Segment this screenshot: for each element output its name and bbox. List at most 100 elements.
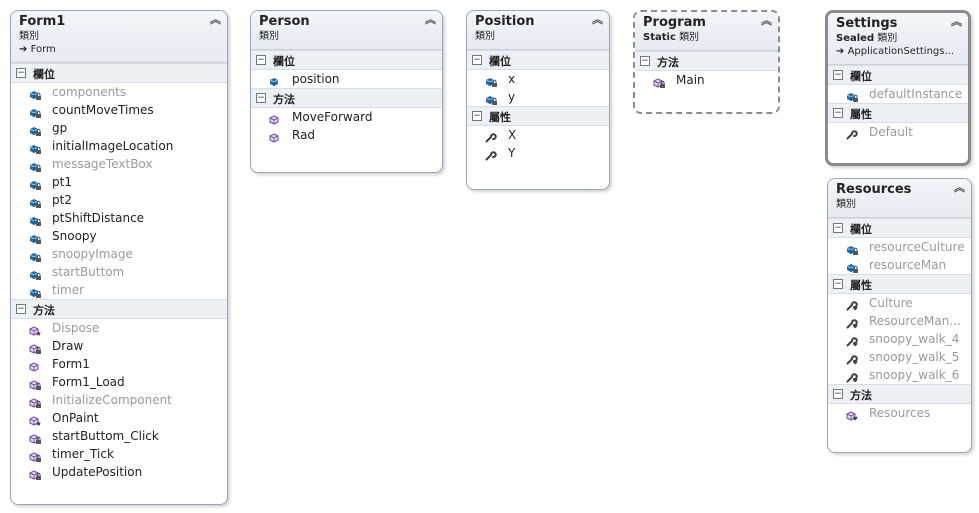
member-item[interactable]: Main (635, 71, 778, 89)
member-label: MoveForward (292, 110, 373, 124)
member-item[interactable]: pt2 (11, 191, 227, 209)
method-cube-icon (29, 430, 41, 444)
member-item[interactable]: y (467, 88, 609, 106)
class-resources[interactable]: Resources 類別 ︽ − 欄位 resourceCulture reso… (827, 178, 972, 453)
member-item[interactable]: ptShiftDistance (11, 209, 227, 227)
member-item[interactable]: gp (11, 119, 227, 137)
member-item[interactable]: startButtom (11, 263, 227, 281)
minus-box-icon[interactable]: − (833, 389, 843, 399)
member-item[interactable]: OnPaint (11, 409, 227, 427)
member-label: pt2 (52, 193, 72, 207)
member-item[interactable]: timer_Tick (11, 445, 227, 463)
field-cube-icon (29, 212, 41, 226)
section-methods[interactable]: − 方法 (251, 88, 442, 108)
member-item[interactable]: x (467, 70, 609, 88)
section-fields[interactable]: − 欄位 (467, 50, 609, 70)
member-item[interactable]: snoopy_walk_4 (828, 330, 971, 348)
double-chevron-up-icon[interactable]: ︽ (951, 15, 962, 28)
member-label: Culture (869, 296, 913, 310)
section-methods[interactable]: − 方法 (11, 299, 227, 319)
minus-box-icon[interactable]: − (16, 304, 26, 314)
minus-box-icon[interactable]: − (472, 55, 482, 65)
class-program[interactable]: Program Static 類別 ︽ − 方法 Main (633, 10, 780, 114)
member-item[interactable]: resourceCulture (828, 238, 971, 256)
member-label: Main (676, 73, 705, 87)
member-label: x (508, 72, 516, 86)
member-label: Snoopy (52, 229, 97, 243)
class-name: Position (475, 14, 535, 29)
double-chevron-up-icon[interactable]: ︽ (210, 13, 221, 26)
section-fields[interactable]: − 欄位 (828, 65, 968, 85)
member-item[interactable]: Y (467, 144, 609, 162)
member-item[interactable]: position (251, 70, 442, 88)
member-item[interactable]: ResourceMan... (828, 312, 971, 330)
section-properties[interactable]: − 屬性 (467, 106, 609, 126)
member-label: y (508, 90, 516, 104)
member-item[interactable]: messageTextBox (11, 155, 227, 173)
minus-box-icon[interactable]: − (256, 93, 266, 103)
double-chevron-up-icon[interactable]: ︽ (592, 13, 603, 26)
member-item[interactable]: snoopyImage (11, 245, 227, 263)
class-position[interactable]: Position 類別 ︽ − 欄位 x y − 屬性 X Y (466, 10, 610, 190)
member-item[interactable]: defaultInstance (828, 85, 968, 103)
class-settings[interactable]: Settings Sealed 類別 ➔ ApplicationSettings… (825, 10, 971, 166)
double-chevron-up-icon[interactable]: ︽ (425, 13, 436, 26)
member-item[interactable]: Draw (11, 337, 227, 355)
member-item[interactable]: Dispose (11, 319, 227, 337)
double-chevron-up-icon[interactable]: ︽ (761, 14, 772, 27)
section-properties[interactable]: − 屬性 (828, 103, 968, 123)
section-title: 屬性 (850, 108, 872, 121)
field-cube-icon (29, 284, 41, 298)
method-cube-icon (29, 466, 41, 480)
member-item[interactable]: MoveForward (251, 108, 442, 126)
member-item[interactable]: Rad (251, 126, 442, 144)
base-class-name: ApplicationSettings... (847, 46, 955, 57)
member-item[interactable]: pt1 (11, 173, 227, 191)
section-properties[interactable]: − 屬性 (828, 274, 971, 294)
member-item[interactable]: components (11, 83, 227, 101)
minus-box-icon[interactable]: − (833, 108, 843, 118)
member-label: countMoveTimes (52, 103, 154, 117)
member-item[interactable]: snoopy_walk_5 (828, 348, 971, 366)
member-item[interactable]: X (467, 126, 609, 144)
member-label: pt1 (52, 175, 72, 189)
class-person[interactable]: Person 類別 ︽ − 欄位 position − 方法 MoveForwa… (250, 10, 443, 173)
minus-box-icon[interactable]: − (16, 68, 26, 78)
member-label: snoopy_walk_4 (869, 332, 960, 346)
member-item[interactable]: Culture (828, 294, 971, 312)
member-item[interactable]: Resources (828, 404, 971, 422)
double-chevron-up-icon[interactable]: ︽ (954, 181, 965, 194)
member-item[interactable]: Form1 (11, 355, 227, 373)
wrench-icon (846, 297, 858, 311)
member-item[interactable]: Form1_Load (11, 373, 227, 391)
member-item[interactable]: startButtom_Click (11, 427, 227, 445)
class-form1[interactable]: Form1 類別 ➔ Form ︽ − 欄位 components countM… (10, 10, 228, 505)
member-item[interactable]: timer (11, 281, 227, 299)
method-cube-icon (29, 322, 41, 336)
member-item[interactable]: Default (828, 123, 968, 141)
member-item[interactable]: snoopy_walk_6 (828, 366, 971, 384)
member-item[interactable]: initialImageLocation (11, 137, 227, 155)
minus-box-icon[interactable]: − (833, 279, 843, 289)
wrench-icon (485, 147, 497, 161)
section-fields[interactable]: − 欄位 (828, 218, 971, 238)
section-fields[interactable]: − 欄位 (11, 63, 227, 83)
minus-box-icon[interactable]: − (640, 56, 650, 66)
member-label: initialImageLocation (52, 139, 174, 153)
section-fields[interactable]: − 欄位 (251, 50, 442, 70)
member-item[interactable]: resourceMan (828, 256, 971, 274)
field-cube-icon (29, 230, 41, 244)
minus-box-icon[interactable]: − (256, 55, 266, 65)
member-item[interactable]: UpdatePosition (11, 463, 227, 481)
member-item[interactable]: Snoopy (11, 227, 227, 245)
member-label: Default (869, 125, 913, 139)
section-title: 欄位 (489, 55, 511, 68)
minus-box-icon[interactable]: − (833, 223, 843, 233)
minus-box-icon[interactable]: − (833, 70, 843, 80)
section-methods[interactable]: − 方法 (635, 51, 778, 71)
field-cube-icon (29, 248, 41, 262)
member-item[interactable]: InitializeComponent (11, 391, 227, 409)
section-methods[interactable]: − 方法 (828, 384, 971, 404)
minus-box-icon[interactable]: − (472, 111, 482, 121)
member-item[interactable]: countMoveTimes (11, 101, 227, 119)
